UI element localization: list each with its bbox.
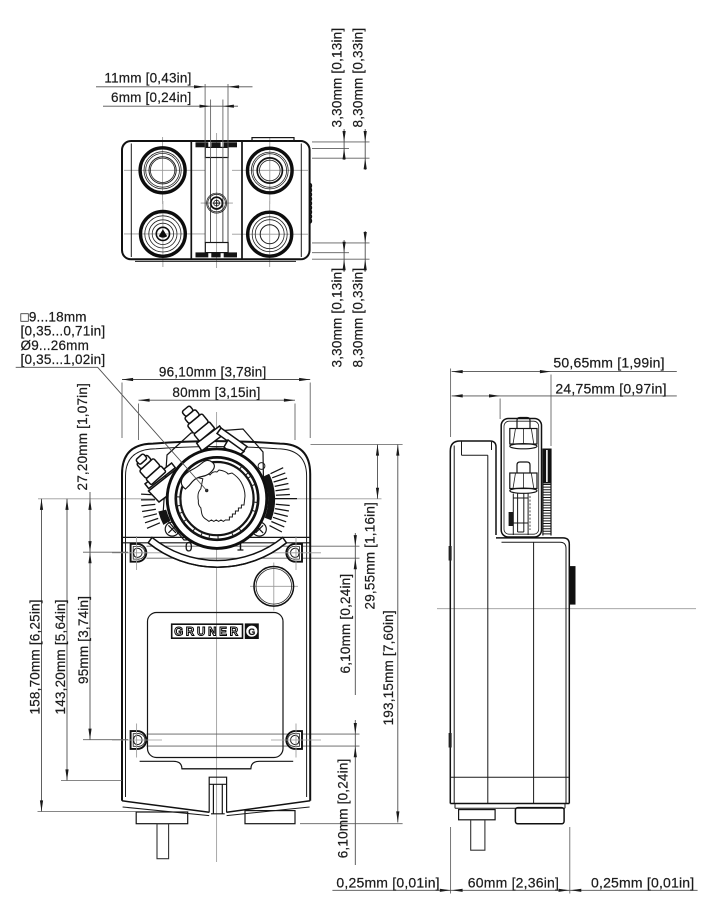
svg-text:158,70mm [6,25in]: 158,70mm [6,25in]	[28, 599, 43, 714]
svg-text:11mm [0,43in]: 11mm [0,43in]	[104, 71, 191, 86]
svg-text:24,75mm [0,97in]: 24,75mm [0,97in]	[555, 381, 666, 397]
svg-text:1: 1	[237, 539, 245, 554]
svg-text:6mm [0,24in]: 6mm [0,24in]	[111, 90, 191, 105]
svg-text:□9...18mm: □9...18mm	[21, 310, 87, 325]
svg-text:80mm [3,15in]: 80mm [3,15in]	[172, 385, 260, 400]
svg-text:Ø9...26mm: Ø9...26mm	[21, 338, 90, 353]
svg-text:GRUNER: GRUNER	[174, 627, 241, 639]
svg-text:0,25mm [0,01in]: 0,25mm [0,01in]	[591, 875, 694, 891]
svg-text:8,30mm [0,33in]: 8,30mm [0,33in]	[351, 268, 366, 368]
svg-text:50,65mm [1,99in]: 50,65mm [1,99in]	[553, 354, 664, 370]
svg-text:3,30mm [0,13in]: 3,30mm [0,13in]	[330, 28, 345, 128]
svg-text:[0,35...1,02in]: [0,35...1,02in]	[21, 352, 106, 367]
svg-text:143,20mm [5,64in]: 143,20mm [5,64in]	[53, 599, 68, 714]
svg-text:95mm [3,74in]: 95mm [3,74in]	[76, 596, 91, 684]
svg-text:0,25mm [0,01in]: 0,25mm [0,01in]	[336, 875, 439, 891]
svg-text:8,30mm [0,33in]: 8,30mm [0,33in]	[351, 28, 366, 128]
svg-text:29,55mm [1,16in]: 29,55mm [1,16in]	[363, 502, 378, 610]
svg-text:193,15mm [7,60in]: 193,15mm [7,60in]	[381, 610, 396, 725]
svg-text:[0,35...0,71in]: [0,35...0,71in]	[21, 324, 106, 339]
svg-text:6,10mm [0,24in]: 6,10mm [0,24in]	[336, 758, 351, 858]
svg-text:0: 0	[185, 540, 193, 555]
svg-text:60mm [2,36in]: 60mm [2,36in]	[468, 875, 559, 891]
svg-text:G: G	[248, 627, 255, 637]
svg-text:96,10mm [3,78in]: 96,10mm [3,78in]	[159, 364, 267, 379]
svg-text:6,10mm [0,24in]: 6,10mm [0,24in]	[338, 574, 353, 674]
svg-text:3,30mm [0,13in]: 3,30mm [0,13in]	[330, 268, 345, 368]
svg-text:27,20mm [1,07in]: 27,20mm [1,07in]	[75, 383, 90, 491]
